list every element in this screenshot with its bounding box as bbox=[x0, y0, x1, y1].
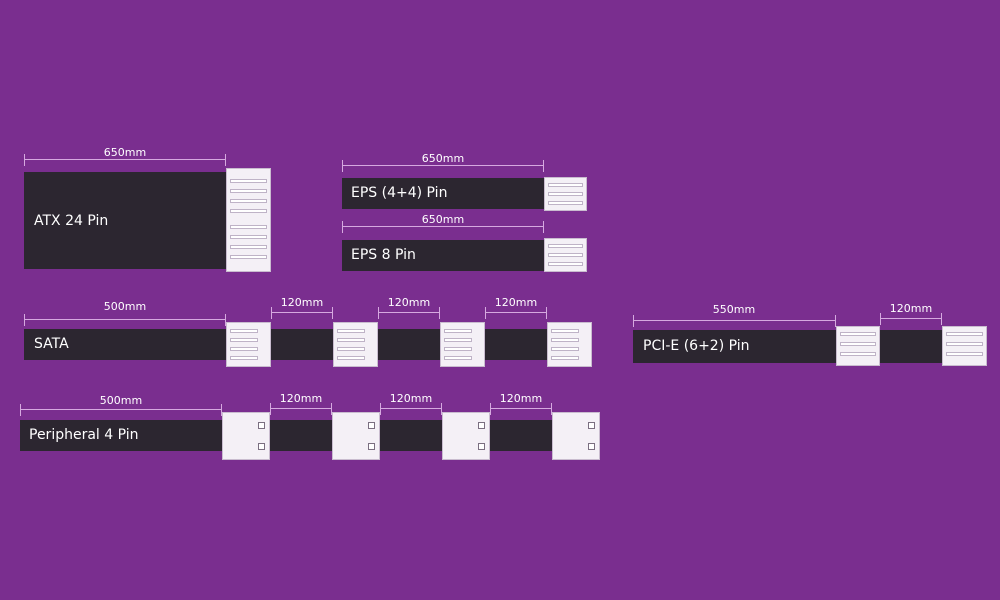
eps8-length-label: 650mm bbox=[421, 213, 465, 226]
sata-segment-3-label: 120mm bbox=[494, 296, 538, 309]
pcie-connector-1 bbox=[836, 326, 880, 366]
eps8-dimension bbox=[342, 221, 544, 233]
periph-length-label: 500mm bbox=[99, 394, 143, 407]
sata-connector-3 bbox=[440, 322, 485, 367]
sata-segment-1 bbox=[271, 329, 333, 360]
periph-connector-2 bbox=[332, 412, 380, 460]
eps44-label: EPS (4+4) Pin bbox=[351, 185, 448, 201]
sata-segment-1-dimension bbox=[271, 307, 333, 319]
eps8-label: EPS 8 Pin bbox=[351, 247, 416, 263]
sata-dimension bbox=[24, 314, 226, 326]
eps44-dimension bbox=[342, 160, 544, 172]
atx-dimension bbox=[24, 154, 226, 166]
eps44-cable bbox=[342, 178, 544, 209]
sata-cable bbox=[24, 329, 226, 360]
periph-segment-1-dimension bbox=[270, 403, 332, 415]
periph-segment-3-label: 120mm bbox=[499, 392, 543, 405]
sata-segment-1-label: 120mm bbox=[280, 296, 324, 309]
sata-segment-2-dimension bbox=[378, 307, 440, 319]
eps8-cable bbox=[342, 240, 544, 271]
sata-connector-2 bbox=[333, 322, 378, 367]
sata-length-label: 500mm bbox=[103, 300, 147, 313]
periph-segment-2 bbox=[380, 420, 442, 451]
periph-connector-1 bbox=[222, 412, 270, 460]
atx-length-label: 650mm bbox=[103, 146, 147, 159]
periph-segment-3-dimension bbox=[490, 403, 552, 415]
periph-dimension bbox=[20, 404, 222, 416]
sata-segment-3-dimension bbox=[485, 307, 547, 319]
periph-connector-4 bbox=[552, 412, 600, 460]
pcie-dimension bbox=[633, 315, 836, 327]
atx-cable bbox=[24, 172, 226, 269]
atx-label: ATX 24 Pin bbox=[34, 213, 109, 229]
sata-segment-3 bbox=[485, 329, 547, 360]
periph-cable bbox=[20, 420, 222, 451]
pcie-connector-2 bbox=[942, 326, 987, 366]
pcie-cable bbox=[633, 330, 836, 363]
sata-connector-4 bbox=[547, 322, 592, 367]
atx-connector bbox=[226, 168, 271, 272]
pcie-segment-dimension bbox=[880, 313, 942, 325]
periph-connector-3 bbox=[442, 412, 490, 460]
periph-segment-1-label: 120mm bbox=[279, 392, 323, 405]
sata-connector-1 bbox=[226, 322, 271, 367]
periph-segment-1 bbox=[270, 420, 332, 451]
periph-segment-2-label: 120mm bbox=[389, 392, 433, 405]
sata-segment-2-label: 120mm bbox=[387, 296, 431, 309]
eps44-length-label: 650mm bbox=[421, 152, 465, 165]
eps44-connector bbox=[544, 177, 587, 211]
pcie-segment bbox=[880, 330, 942, 363]
periph-segment-2-dimension bbox=[380, 403, 442, 415]
pcie-segment-label: 120mm bbox=[889, 302, 933, 315]
sata-segment-2 bbox=[378, 329, 440, 360]
periph-label: Peripheral 4 Pin bbox=[29, 427, 139, 443]
eps8-connector bbox=[544, 238, 587, 272]
pcie-label: PCI-E (6+2) Pin bbox=[643, 338, 750, 354]
periph-segment-3 bbox=[490, 420, 552, 451]
pcie-length-label: 550mm bbox=[712, 303, 756, 316]
sata-label: SATA bbox=[34, 336, 69, 352]
